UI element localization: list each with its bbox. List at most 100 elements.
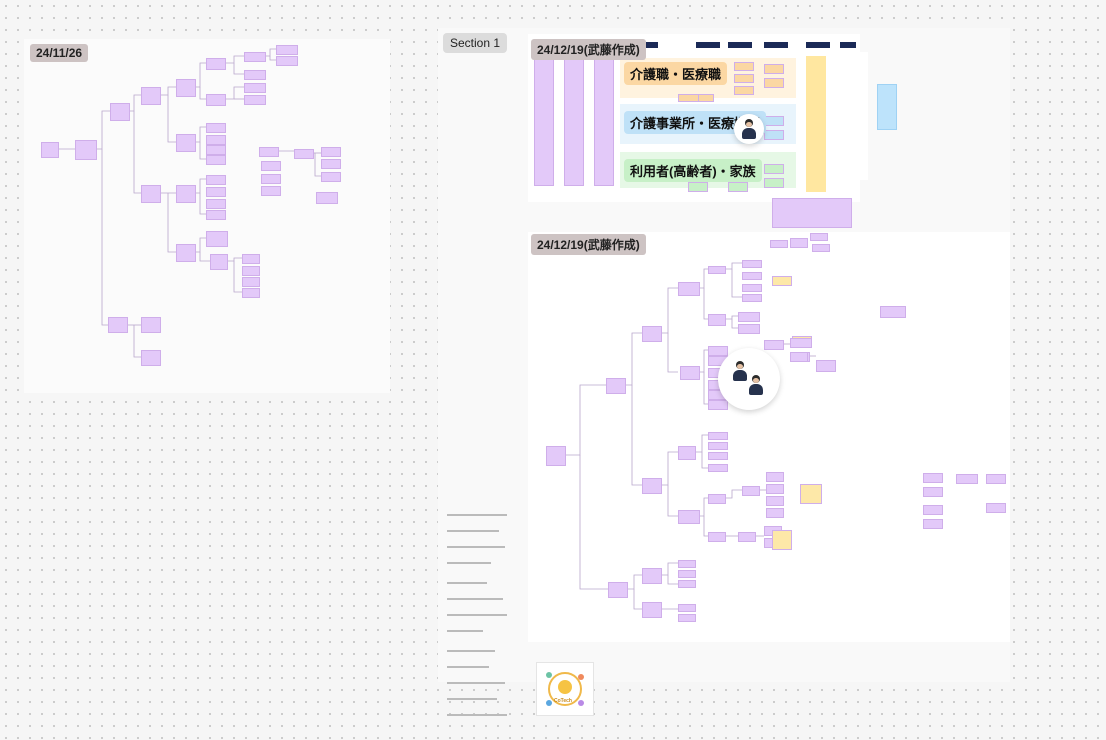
mindmap-node[interactable]	[210, 254, 228, 270]
mindmap-node[interactable]	[734, 62, 754, 71]
mindmap-node[interactable]	[244, 70, 266, 80]
cotech-logo-card[interactable]: CoTech	[536, 662, 594, 716]
mindmap-node[interactable]	[261, 161, 281, 171]
mindmap-node[interactable]	[764, 164, 784, 174]
mindmap-node[interactable]	[678, 570, 696, 578]
frame-24-11-26[interactable]	[24, 39, 390, 393]
mindmap-node[interactable]	[141, 350, 161, 366]
mindmap-node[interactable]	[678, 560, 696, 568]
mindmap-node[interactable]	[678, 282, 700, 296]
person-icon[interactable]	[734, 114, 764, 144]
mindmap-node[interactable]	[206, 145, 226, 155]
frame-label[interactable]: 24/12/19(武藤作成)	[531, 234, 646, 255]
mindmap-node[interactable]	[108, 317, 128, 333]
mindmap-node[interactable]	[708, 442, 728, 450]
mindmap-node[interactable]	[242, 277, 260, 287]
mindmap-node[interactable]	[546, 446, 566, 466]
mindmap-node[interactable]	[206, 135, 226, 145]
mindmap-node[interactable]	[986, 503, 1006, 513]
mindmap-node[interactable]	[206, 155, 226, 165]
mindmap-node[interactable]	[141, 87, 161, 105]
mindmap-node[interactable]	[41, 142, 59, 158]
mindmap-node[interactable]	[766, 508, 784, 518]
mindmap-node[interactable]	[244, 95, 266, 105]
mindmap-node[interactable]	[206, 187, 226, 197]
mindmap-node[interactable]	[206, 231, 228, 247]
mindmap-node[interactable]	[206, 123, 226, 133]
mindmap-node[interactable]	[766, 472, 784, 482]
mindmap-node[interactable]	[244, 83, 266, 93]
mindmap-node[interactable]	[259, 147, 279, 157]
mindmap-node[interactable]	[110, 103, 130, 121]
mindmap-node[interactable]	[738, 312, 760, 322]
frame-label[interactable]: 24/11/26	[30, 44, 89, 62]
mindmap-node[interactable]	[816, 360, 836, 372]
mindmap-node[interactable]	[708, 432, 728, 440]
section-label[interactable]: Section 1	[443, 33, 508, 53]
mindmap-node[interactable]	[790, 338, 812, 348]
mindmap-node[interactable]	[790, 238, 808, 248]
mindmap-node[interactable]	[923, 473, 943, 483]
mindmap-node[interactable]	[738, 324, 760, 334]
mindmap-node[interactable]	[764, 178, 784, 188]
tree-diagram-frame[interactable]	[528, 232, 1010, 642]
mindmap-node[interactable]	[772, 276, 792, 286]
mindmap-node[interactable]	[176, 134, 196, 152]
mindmap-node[interactable]	[176, 185, 196, 203]
mindmap-node[interactable]	[608, 582, 628, 598]
mindmap-node[interactable]	[678, 614, 696, 622]
mindmap-node[interactable]	[206, 210, 226, 220]
mindmap-node[interactable]	[708, 266, 726, 274]
mindmap-node[interactable]	[764, 130, 784, 140]
mindmap-node[interactable]	[708, 452, 728, 460]
mindmap-node[interactable]	[923, 519, 943, 529]
mindmap-node[interactable]	[242, 254, 260, 264]
mindmap-node[interactable]	[812, 244, 830, 252]
mindmap-node[interactable]	[606, 378, 626, 394]
mindmap-node[interactable]	[678, 604, 696, 612]
mindmap-node[interactable]	[678, 580, 696, 588]
mindmap-node[interactable]	[738, 532, 756, 542]
mindmap-node[interactable]	[141, 317, 161, 333]
mindmap-node[interactable]	[642, 478, 662, 494]
mindmap-node[interactable]	[766, 496, 784, 506]
mindmap-node[interactable]	[276, 45, 298, 55]
mindmap-node[interactable]	[800, 484, 822, 504]
mindmap-node[interactable]	[141, 185, 161, 203]
mindmap-node[interactable]	[688, 182, 708, 192]
frame-label[interactable]: 24/12/19(武藤作成)	[531, 39, 646, 60]
mindmap-node[interactable]	[206, 175, 226, 185]
mindmap-node[interactable]	[810, 233, 828, 241]
mindmap-node[interactable]	[276, 56, 298, 66]
mindmap-node[interactable]	[742, 260, 762, 268]
mindmap-node[interactable]	[766, 484, 784, 494]
mindmap-node[interactable]	[321, 172, 341, 182]
mindmap-node[interactable]	[642, 326, 662, 342]
mindmap-node[interactable]	[242, 288, 260, 298]
mindmap-node[interactable]	[772, 530, 792, 550]
mindmap-node[interactable]	[708, 400, 728, 410]
mindmap-node[interactable]	[206, 94, 226, 106]
mindmap-node[interactable]	[923, 487, 943, 497]
mindmap-node[interactable]	[316, 192, 338, 204]
mindmap-node[interactable]	[742, 294, 762, 302]
mindmap-node[interactable]	[734, 74, 754, 83]
mindmap-node[interactable]	[956, 474, 978, 484]
mindmap-node[interactable]	[986, 474, 1006, 484]
mindmap-node[interactable]	[734, 86, 754, 95]
mindmap-node[interactable]	[678, 446, 696, 460]
mindmap-node[interactable]	[880, 306, 906, 318]
mindmap-node[interactable]	[742, 486, 760, 496]
mindmap-node[interactable]	[708, 464, 728, 472]
mindmap-node[interactable]	[764, 78, 784, 88]
mindmap-node[interactable]	[698, 94, 714, 102]
mindmap-node[interactable]	[923, 505, 943, 515]
mindmap-node[interactable]	[764, 340, 784, 350]
mindmap-node[interactable]	[642, 602, 662, 618]
mindmap-node[interactable]	[206, 58, 226, 70]
mindmap-node[interactable]	[242, 266, 260, 276]
mindmap-node[interactable]	[321, 159, 341, 169]
mindmap-node[interactable]	[321, 147, 341, 157]
mindmap-node[interactable]	[261, 174, 281, 184]
mindmap-node[interactable]	[294, 149, 314, 159]
